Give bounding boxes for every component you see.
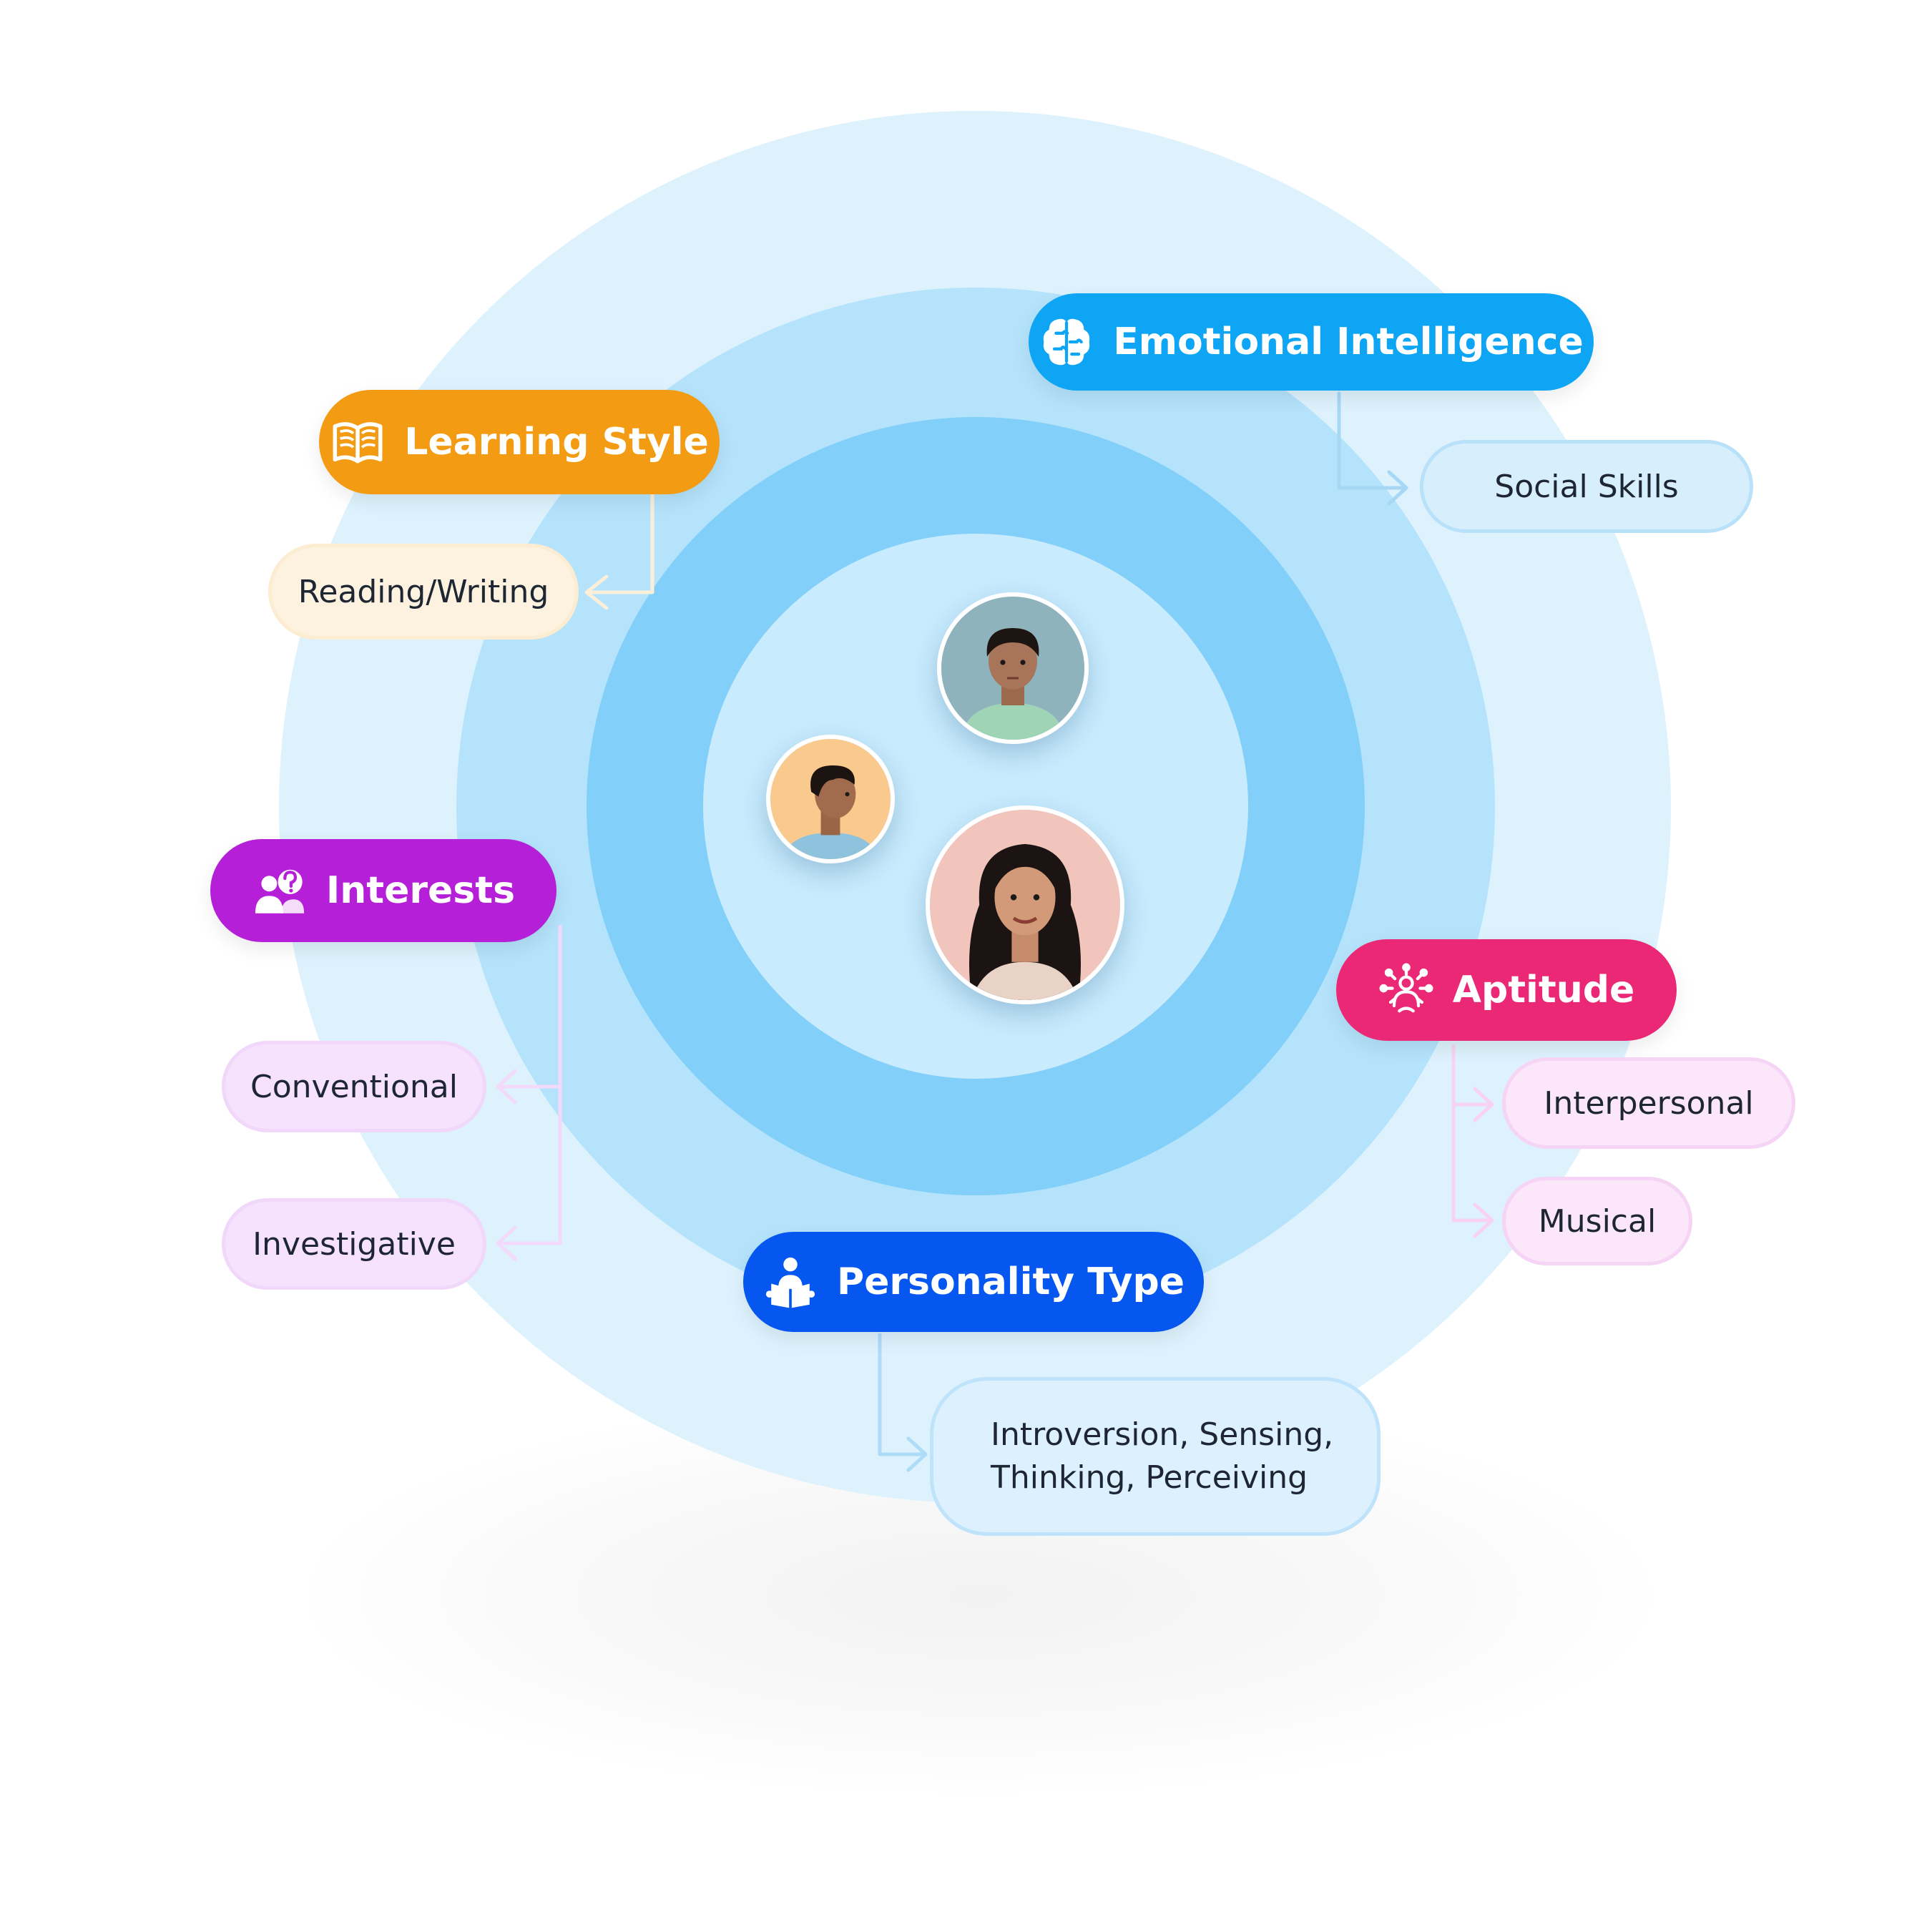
aptitude-pill[interactable]: Aptitude: [1336, 939, 1677, 1041]
personality-type-pill[interactable]: Personality Type: [743, 1232, 1204, 1332]
aptitude-label: Aptitude: [1452, 969, 1635, 1012]
traits-line-1: Introversion, Sensing,: [991, 1416, 1334, 1453]
people-question-icon: [252, 863, 308, 919]
investigative-item[interactable]: Investigative: [222, 1198, 486, 1290]
brain-puzzle-icon: [1039, 314, 1094, 370]
interpersonal-item[interactable]: Interpersonal: [1502, 1057, 1795, 1149]
network-person-icon: [1378, 962, 1434, 1018]
conventional-item[interactable]: Conventional: [222, 1041, 486, 1132]
child-avatar: [937, 592, 1089, 744]
musical-item[interactable]: Musical: [1502, 1177, 1692, 1265]
reading-writing-item[interactable]: Reading/Writing: [268, 544, 579, 640]
emotional-intelligence-label: Emotional Intelligence: [1113, 320, 1584, 363]
open-book-icon: [330, 414, 386, 470]
personality-type-label: Personality Type: [836, 1260, 1185, 1303]
young-woman-avatar: [926, 805, 1124, 1004]
boy-profile-avatar: [766, 735, 895, 863]
interests-label: Interests: [325, 869, 516, 912]
interests-pill[interactable]: Interests: [210, 839, 556, 942]
reading-person-icon: [762, 1254, 818, 1310]
traits-line-2: Thinking, Perceiving: [991, 1459, 1308, 1496]
emotional-intelligence-pill[interactable]: Emotional Intelligence: [1029, 293, 1594, 391]
social-skills-item[interactable]: Social Skills: [1420, 440, 1753, 533]
personality-traits-item[interactable]: Introversion, Sensing, Thinking, Perceiv…: [930, 1377, 1381, 1536]
learning-style-pill[interactable]: Learning Style: [319, 390, 720, 494]
learning-style-label: Learning Style: [404, 421, 709, 464]
